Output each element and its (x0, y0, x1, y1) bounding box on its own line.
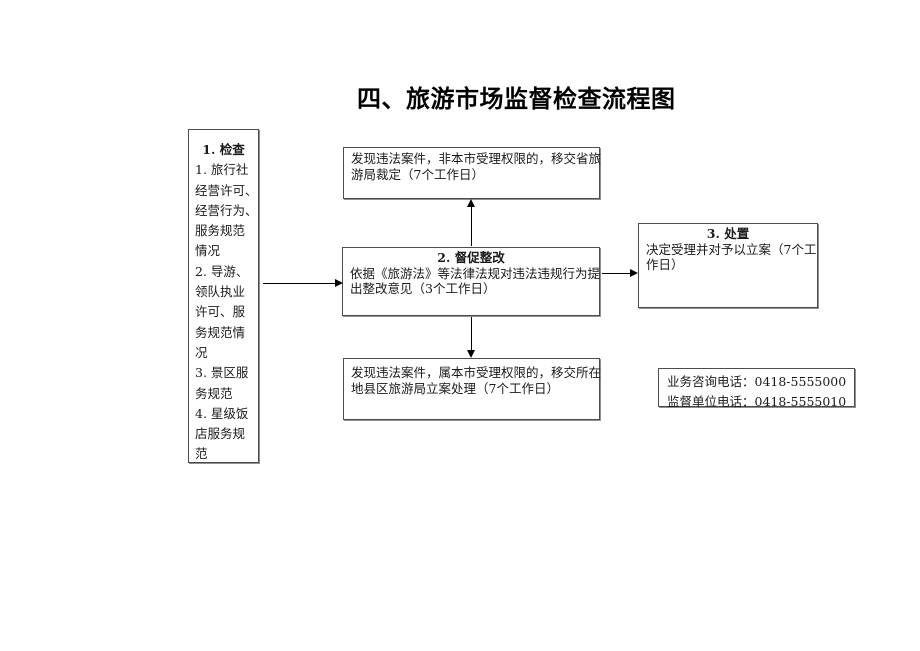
page-title: 四、旅游市场监督检查流程图 (357, 84, 676, 113)
arrowhead-down-icon (467, 350, 475, 358)
box-line: 许可、服 (195, 304, 246, 320)
box-line: 4. 星级饭 (195, 405, 249, 421)
contact-box: 业务咨询电话：0418-5555000 监督单位电话：0418-5555010 (658, 368, 855, 409)
transfer-province-box: 发现违法案件，非本市受理权限的，移交省旅 游局裁定（7个工作日） (343, 147, 602, 199)
check-box-header: 1. 检查 (202, 142, 245, 157)
box-line: 经营许可、 (195, 182, 258, 198)
box-line: 领队执业 (195, 284, 246, 300)
box-line: 业务咨询电话：0418-5555000 (667, 374, 847, 389)
box-line: 2. 导游、 (195, 263, 249, 279)
box-line: 发现违法案件，非本市受理权限的，移交省旅 (351, 151, 602, 166)
arrow-check-to-supervise (259, 279, 343, 288)
arrow-shaft (471, 317, 472, 351)
box-line: 作日） (646, 257, 684, 273)
box-line: 发现违法案件，属本市受理权限的，移交所在 (351, 365, 602, 380)
box-line: 3. 景区服 (195, 365, 249, 381)
box-line: 依据《旅游法》等法律法规对违法违规行为提 (350, 265, 601, 281)
box-line: 范 (195, 446, 208, 462)
box-line: 况 (195, 344, 208, 360)
box-line: 地县区旅游局立案处理（7个工作日） (351, 380, 559, 396)
arrow-shaft (602, 273, 630, 274)
box-line: 出整改意见（3个工作日） (350, 281, 496, 297)
supervise-box-header: 2. 督促整改 (437, 250, 505, 265)
box-line: 游局裁定（7个工作日） (351, 166, 484, 182)
box-line: 店服务规 (195, 426, 246, 442)
arrow-shaft (263, 283, 335, 284)
box-line: 务规范情 (195, 324, 246, 340)
dispose-box-header: 3. 处置 (706, 226, 750, 241)
supervise-box: 2. 督促整改 依据《旅游法》等法律法规对违法违规行为提 出整改意见（3个工作日… (342, 247, 600, 316)
arrowhead-right-icon (630, 269, 638, 277)
arrow-supervise-to-dispose (602, 269, 638, 278)
arrowhead-right-icon (335, 279, 343, 287)
arrow-supervise-to-county (467, 317, 476, 358)
check-box: 1. 检查 1. 旅行社 经营许可、 经营行为、 服务规范 情况 2. 导游、 … (188, 129, 259, 463)
dispose-box: 3. 处置 决定受理并对予以立案（7个工 作日） (638, 223, 818, 308)
box-line: 经营行为、 (195, 202, 258, 218)
box-line: 监督单位电话：0418-5555010 (667, 394, 847, 409)
arrowhead-up-icon (467, 199, 475, 207)
box-line: 情况 (195, 243, 221, 259)
box-line: 服务规范 (195, 223, 246, 239)
arrow-supervise-to-province (467, 199, 476, 247)
transfer-county-box: 发现违法案件，属本市受理权限的，移交所在 地县区旅游局立案处理（7个工作日） (343, 358, 602, 420)
box-line: 务规范 (195, 385, 233, 401)
box-line: 决定受理并对予以立案（7个工 (646, 241, 817, 257)
box-line: 1. 旅行社 (195, 162, 249, 178)
arrow-shaft (471, 206, 472, 246)
